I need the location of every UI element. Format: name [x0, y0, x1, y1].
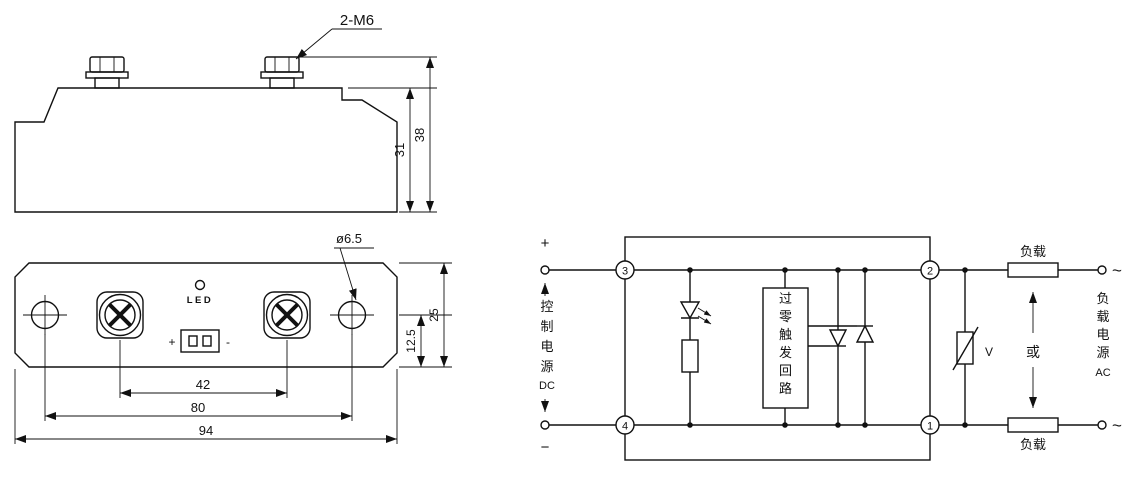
top-body-outline	[14, 262, 398, 368]
svg-text:电: 电	[1096, 328, 1109, 343]
ac-terminal-top	[1097, 265, 1107, 275]
module-enclosure	[624, 236, 931, 461]
led-indicator: LED	[187, 279, 214, 306]
svg-text:2: 2	[927, 266, 933, 278]
led-branch	[679, 267, 712, 428]
svg-text:发: 发	[779, 345, 792, 361]
side-body-outline	[14, 87, 398, 213]
callout-hole-diameter: ø6.5	[334, 231, 374, 301]
svg-text:过: 过	[779, 292, 792, 307]
schematic: + − 控 制 电 源 DC	[539, 235, 1122, 461]
load-resistor-bottom	[1007, 417, 1059, 433]
dim-total-height: 38	[412, 57, 434, 212]
or-label: 或	[1026, 345, 1040, 361]
terminal-screw-left	[95, 290, 145, 340]
svg-text:DC: DC	[539, 380, 555, 392]
or-indicator: 或	[1026, 292, 1040, 408]
dim-length: 94	[14, 369, 398, 444]
load-top-label: 负载	[1020, 245, 1046, 260]
mech-side-view: 2-M6 31 38	[14, 12, 437, 213]
load-bottom: 负载	[1007, 417, 1059, 453]
dim-hole-span: 80	[44, 334, 353, 421]
dc-minus-label: −	[541, 439, 550, 456]
load-resistor-top	[1007, 262, 1059, 278]
terminal-2: 2	[920, 260, 940, 280]
load-bottom-label: 负载	[1020, 438, 1046, 453]
svg-text:载: 载	[1096, 310, 1109, 325]
svg-text:电: 电	[540, 340, 553, 355]
dim-terminal-span: 42	[119, 340, 288, 398]
dc-plus-label: +	[541, 235, 550, 252]
svg-text:路: 路	[779, 381, 792, 397]
load-power-label: 负 载 电 源 AC	[1095, 292, 1110, 379]
terminal-screw-right	[262, 290, 312, 340]
dim-38-label: 38	[412, 128, 427, 142]
dim-half-width: 12.5	[399, 262, 452, 368]
terminal-3: 3	[615, 260, 635, 280]
ac-tilde-top: ~	[1112, 261, 1122, 280]
thyristor-down	[828, 329, 848, 348]
mounting-bolt-right	[260, 56, 304, 89]
svg-text:1: 1	[927, 421, 933, 433]
connector-minus-label: -	[226, 335, 230, 349]
hole-callout-label: ø6.5	[336, 231, 362, 246]
svg-text:零: 零	[779, 310, 792, 325]
svg-text:源: 源	[540, 360, 553, 375]
dim-42-label: 42	[196, 377, 210, 392]
mounting-hole-left	[22, 294, 68, 336]
led-label: LED	[187, 295, 214, 306]
resistor-symbol	[681, 339, 699, 373]
svg-text:3: 3	[622, 266, 628, 278]
mounting-bolt-left	[85, 56, 129, 89]
mounting-hole-right	[329, 294, 375, 336]
control-power-label: 控 制 电 源 DC	[539, 283, 555, 412]
svg-text:制: 制	[540, 320, 553, 335]
svg-text:AC: AC	[1095, 367, 1110, 379]
thyristor-pair	[808, 267, 875, 428]
svg-text:控: 控	[540, 300, 553, 315]
dim-25-label: 25	[427, 308, 441, 322]
control-connector: + -	[168, 329, 230, 353]
dc-plus-terminal	[540, 265, 550, 275]
connector-plus-label: +	[168, 335, 175, 349]
led-emission-arrow	[697, 315, 712, 325]
dim-body-height: 31	[300, 56, 437, 213]
svg-text:4: 4	[622, 421, 628, 433]
svg-text:触: 触	[779, 328, 792, 343]
mech-top-view: LED + - ø6.5 12.5 25	[14, 231, 452, 444]
load-top: 负载	[1007, 245, 1059, 278]
varistor-label: V	[985, 345, 993, 359]
trigger-circuit-box: 过 零 触 发 回 路	[762, 267, 809, 428]
dim-125-label: 12.5	[404, 329, 418, 353]
bolt-callout-label: 2-M6	[340, 12, 374, 29]
svg-text:源: 源	[1096, 346, 1109, 361]
dim-31-label: 31	[392, 143, 407, 157]
svg-text:负: 负	[1096, 292, 1109, 307]
ac-terminal-bottom	[1097, 420, 1107, 430]
dc-minus-terminal	[540, 420, 550, 430]
led-symbol	[679, 301, 701, 320]
varistor-branch: V	[952, 267, 993, 428]
led-emission-arrow	[697, 307, 712, 317]
terminal-4: 4	[615, 415, 635, 435]
thyristor-up	[855, 324, 875, 343]
callout-bolt-thread: 2-M6	[295, 12, 382, 60]
dim-width: 25	[427, 263, 448, 367]
terminal-1: 1	[920, 415, 940, 435]
ac-tilde-bottom: ~	[1112, 416, 1122, 435]
dim-80-label: 80	[191, 400, 205, 415]
svg-text:回: 回	[779, 364, 792, 379]
dim-94-label: 94	[199, 423, 213, 438]
